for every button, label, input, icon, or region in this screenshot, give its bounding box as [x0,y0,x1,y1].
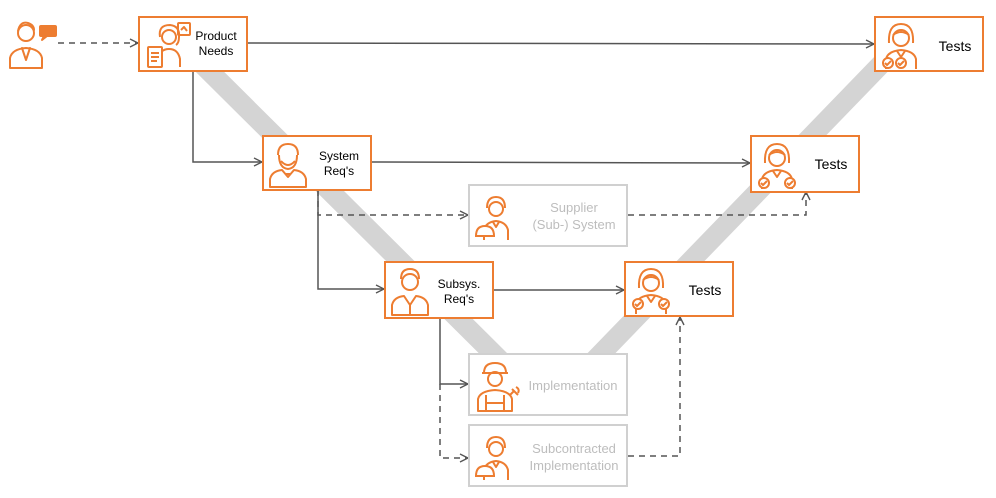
arrow-system-to-subsys [317,190,384,289]
v-band-left [192,54,528,388]
subsys-reqs-line2: Req's [443,292,475,306]
tests-low-label: Tests [688,282,722,298]
customer-chat-icon [9,21,57,69]
tester-icon [758,143,796,189]
implementation-node[interactable]: Implementation [468,353,628,416]
tests-low-node[interactable]: Tests [624,261,734,317]
product-needs-line1: Product [195,29,237,43]
engineer-icon [269,143,307,188]
customer-request-icon [147,22,191,68]
supplier-system-line2: (Sub-) System [532,217,616,232]
tests-top-node[interactable]: Tests [874,16,984,72]
stakeholder-node [6,16,58,70]
tests-mid-label: Tests [814,156,848,172]
worker-wrench-icon [477,362,520,412]
subcontracted-impl-node[interactable]: Subcontracted Implementation [468,424,628,487]
system-reqs-line2: Req's [323,164,355,178]
arrow-needs-to-tests-top [247,43,874,44]
arrow-subcontracted-to-tests-low [628,317,680,457]
arrow-supplier-to-tests-mid [628,192,806,216]
implementation-label: Implementation [528,378,618,393]
system-reqs-node[interactable]: System Req's [262,135,372,191]
arrow-system-to-tests-mid [371,162,750,163]
system-reqs-line1: System [318,149,359,163]
tester-icon [632,268,670,314]
subcontracted-impl-line2: Implementation [529,458,619,473]
product-needs-line2: Needs [198,44,234,58]
tests-top-label: Tests [938,38,972,54]
subcontracted-impl-line1: Subcontracted [532,441,616,456]
tests-mid-node[interactable]: Tests [750,135,860,193]
v-band-right [582,48,898,372]
subsys-reqs-line1: Subsys. [437,277,481,291]
subsys-reqs-node[interactable]: Subsys. Req's [384,261,494,319]
tester-icon [882,23,917,69]
supplier-icon [475,196,509,240]
arrow-subsys-to-subcontracted [439,384,468,458]
engineer-icon [391,268,429,316]
arrow-needs-to-system [192,71,262,162]
product-needs-node[interactable]: Product Needs [138,16,248,72]
supplier-system-node[interactable]: Supplier (Sub-) System [468,184,628,247]
supplier-icon [475,436,509,480]
supplier-system-line1: Supplier [550,200,598,215]
